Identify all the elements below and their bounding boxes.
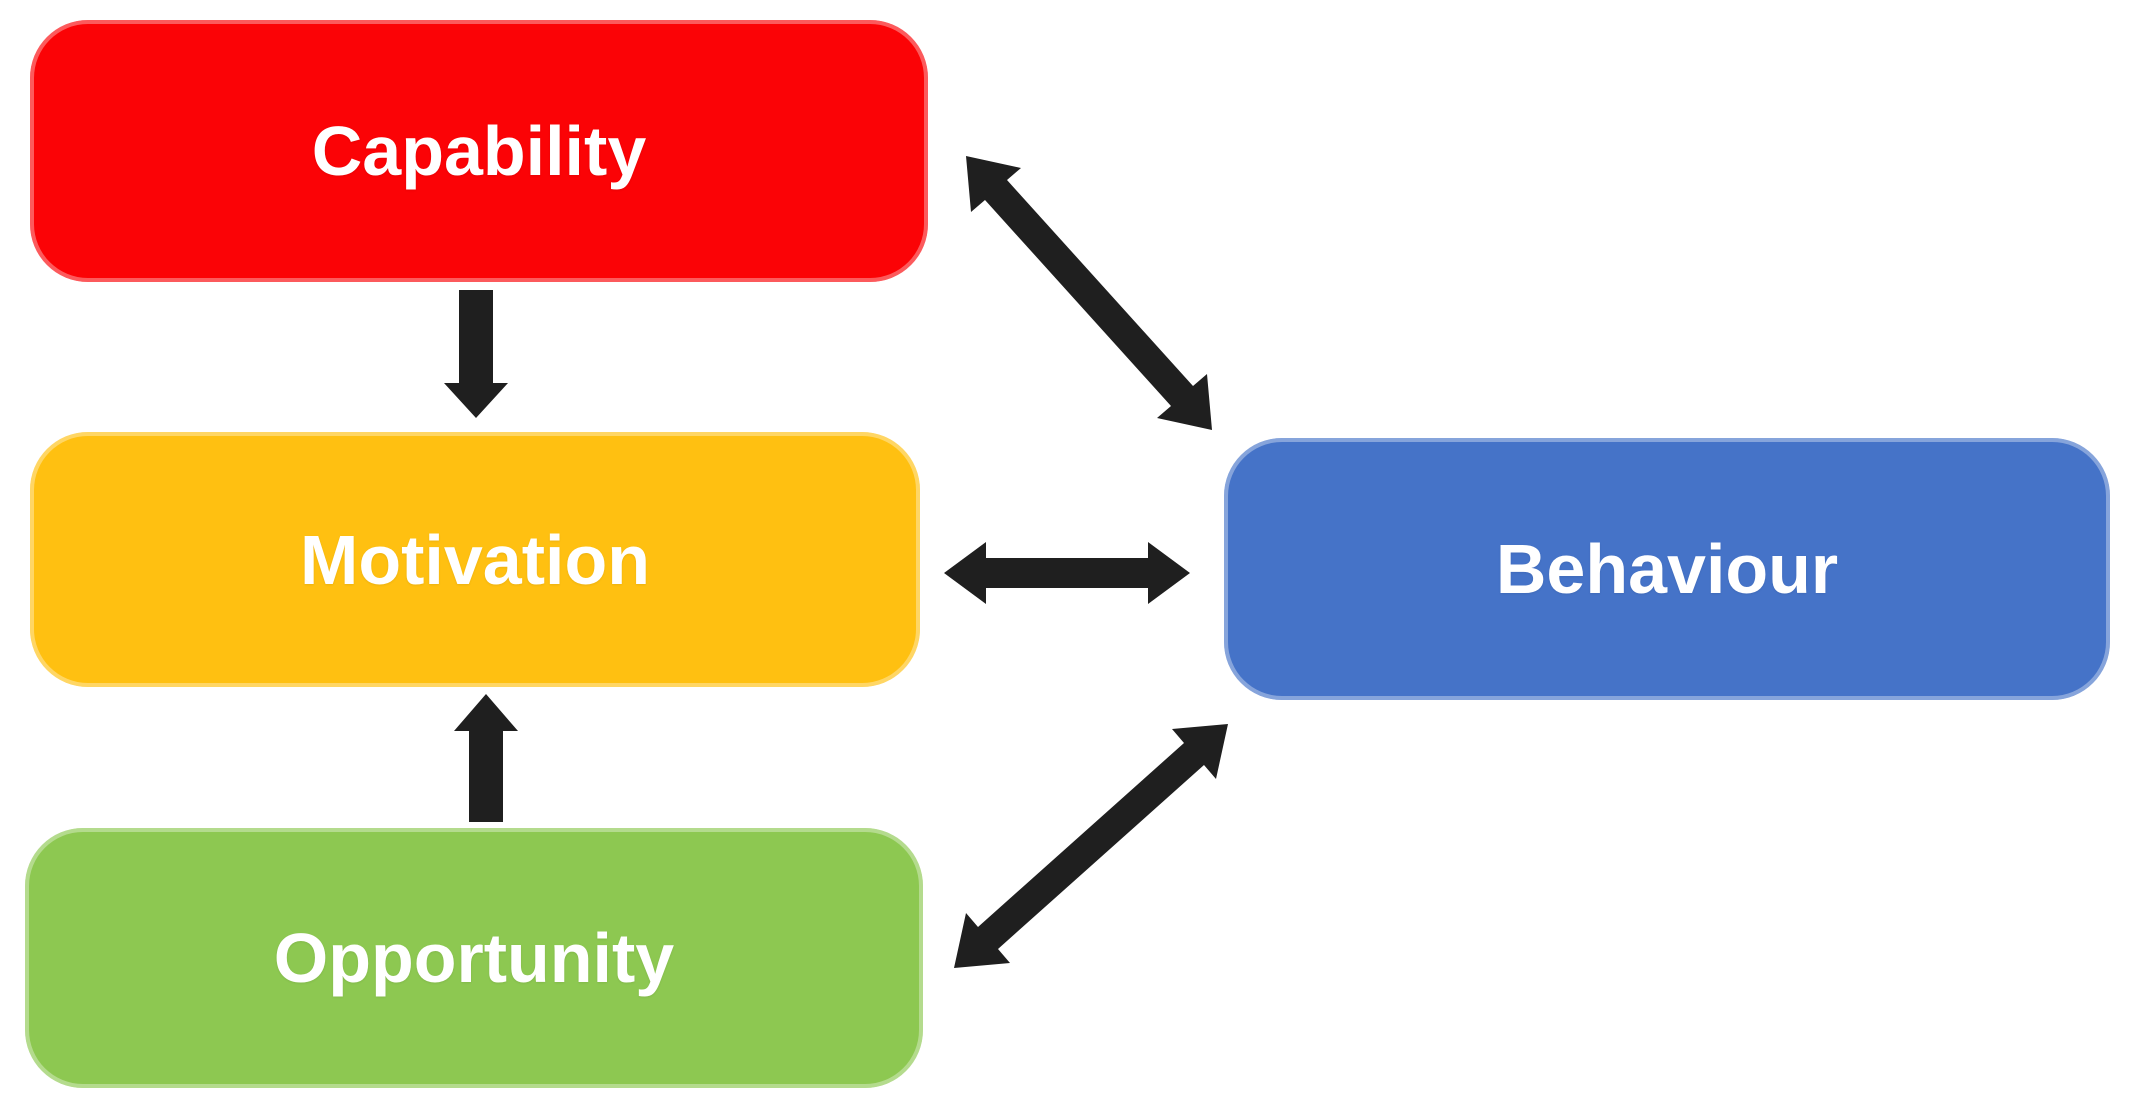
arrow-capability-behaviour [966,156,1212,430]
arrow-motivation-behaviour [944,542,1190,604]
node-capability: Capability [30,20,928,282]
node-motivation: Motivation [30,432,920,687]
node-behaviour: Behaviour [1224,438,2110,700]
node-capability-label: Capability [311,112,647,190]
arrow-opportunity-to-motivation [454,694,518,822]
node-motivation-label: Motivation [300,520,650,599]
arrow-opportunity-behaviour [954,724,1228,968]
arrow-capability-to-motivation [444,290,508,418]
node-opportunity-label: Opportunity [273,919,675,997]
node-behaviour-label: Behaviour [1495,530,1839,608]
node-opportunity: Opportunity [25,828,923,1088]
